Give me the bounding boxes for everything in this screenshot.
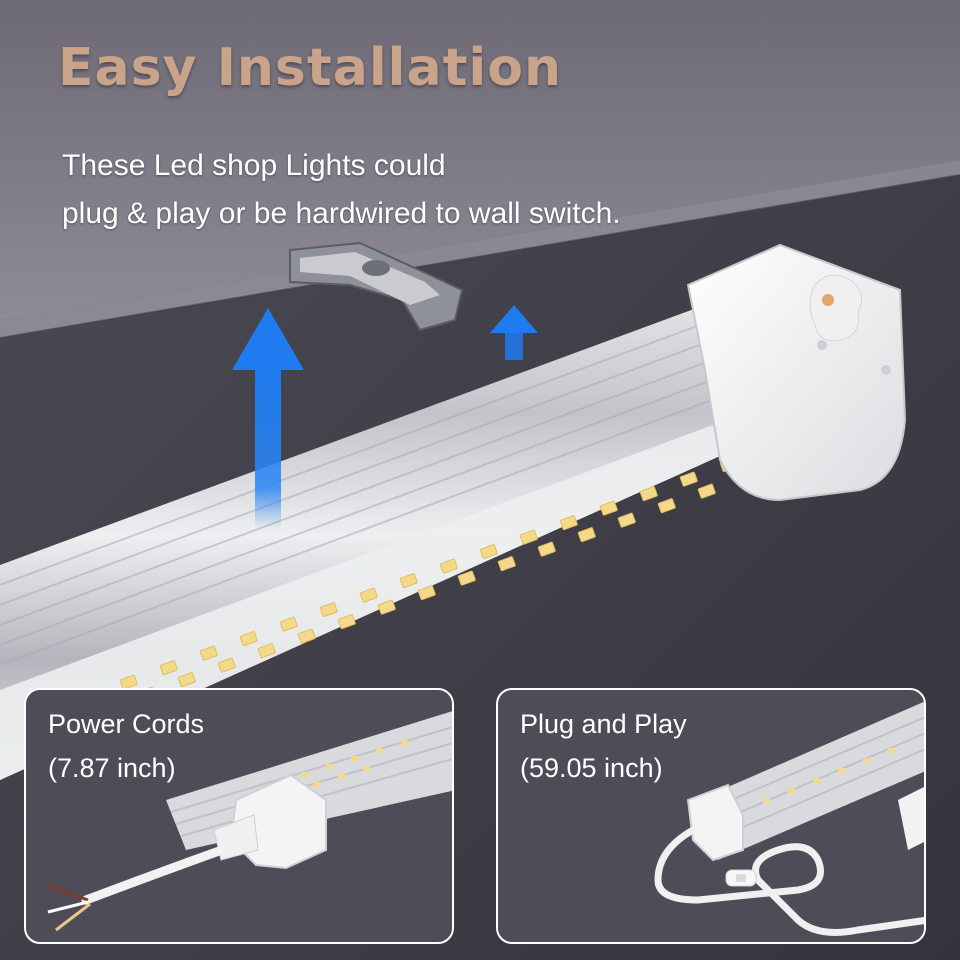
description-line-1: These Led shop Lights could <box>62 149 446 182</box>
up-arrow-icon <box>490 305 538 360</box>
led-chip <box>639 486 658 502</box>
led-chip <box>319 602 338 618</box>
led-chip <box>497 556 516 572</box>
led-chip <box>537 541 556 557</box>
led-chip <box>239 631 258 647</box>
power-cords-title: Power Cords <box>48 709 205 739</box>
power-cords-illustration <box>45 711 452 932</box>
plug-and-play-illustration <box>654 701 924 936</box>
led-chip <box>417 585 436 601</box>
led-chip <box>159 660 178 676</box>
description: These Led shop Lights could plug & play … <box>62 142 621 238</box>
power-cords-label: Power Cords (7.87 inch) <box>48 702 204 790</box>
rocker-switch <box>725 869 757 887</box>
led-chip <box>337 614 356 630</box>
mounting-clip <box>289 241 464 332</box>
led-chip <box>199 645 218 661</box>
led-chip <box>479 544 498 560</box>
led-chip <box>519 529 538 545</box>
plug-and-play-label: Plug and Play (59.05 inch) <box>520 702 687 790</box>
led-chip <box>297 628 316 644</box>
led-chip <box>359 587 378 603</box>
plug-and-play-inset: Plug and Play (59.05 inch) <box>496 688 926 944</box>
led-chip <box>697 483 716 499</box>
page-title: Easy Installation <box>58 38 562 98</box>
up-arrow-icon <box>232 308 304 528</box>
led-chip <box>377 599 396 615</box>
led-chip <box>257 643 276 659</box>
led-chip <box>279 616 298 632</box>
led-chip <box>617 512 636 528</box>
led-chip <box>577 527 596 543</box>
led-chip <box>217 657 236 673</box>
led-chip <box>399 573 418 589</box>
led-chip <box>177 672 196 688</box>
power-cords-inset: Power Cords (7.87 inch) <box>24 688 454 944</box>
plug-and-play-title: Plug and Play <box>520 709 687 739</box>
led-chip <box>559 515 578 531</box>
power-cords-length: (7.87 inch) <box>48 753 176 783</box>
led-tube <box>0 292 800 780</box>
led-chip <box>599 500 618 516</box>
led-chip <box>657 498 676 514</box>
description-line-2: plug & play or be hardwired to wall swit… <box>62 197 621 230</box>
end-cap <box>686 243 907 502</box>
led-chip <box>457 570 476 586</box>
led-chip <box>119 674 138 690</box>
led-chip <box>439 558 458 574</box>
plug-and-play-length: (59.05 inch) <box>520 753 663 783</box>
led-chip <box>679 471 698 487</box>
